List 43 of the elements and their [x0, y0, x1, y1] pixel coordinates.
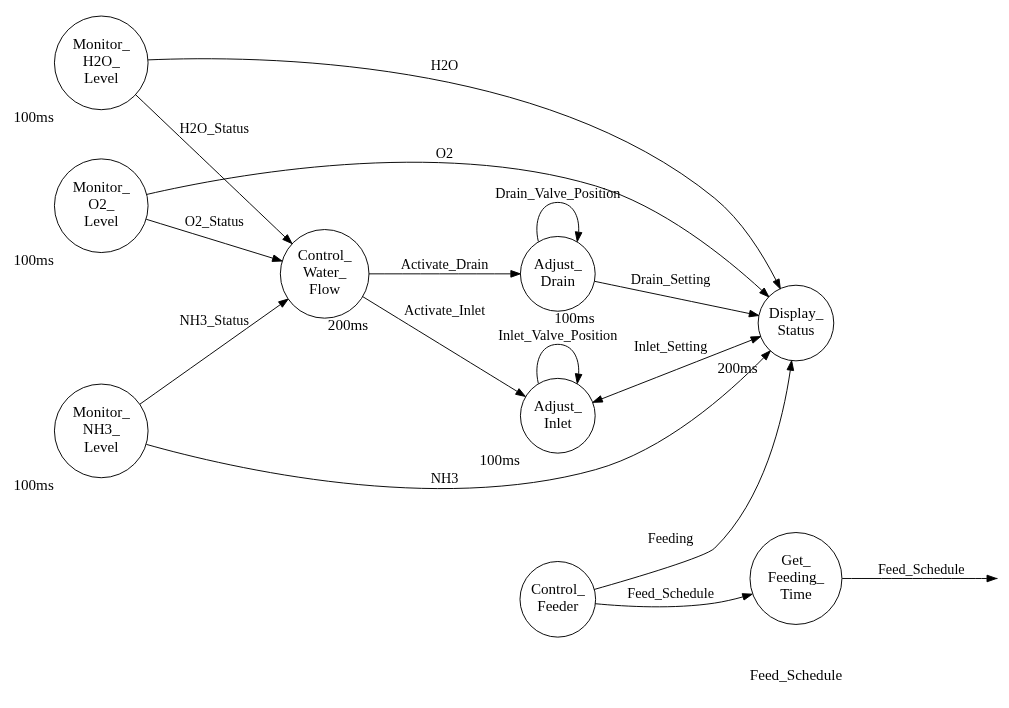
node-label: 100ms [553, 309, 595, 326]
arrow [147, 57, 781, 289]
edge-label: Activate_Drain [400, 255, 488, 272]
node-circle: Adjust_ Inlet [519, 377, 596, 454]
arrow [145, 218, 282, 262]
arrow [145, 161, 769, 297]
arrow [145, 349, 771, 489]
edge-label: NH3 [430, 469, 458, 486]
edge-label: Drain_Valve_Position [494, 184, 620, 201]
node-label: 100ms [12, 251, 54, 268]
node-label: 100ms [478, 451, 520, 468]
arrow [134, 93, 292, 244]
edge-label: NH3_Status [179, 311, 249, 328]
edge-label: Inlet_Valve_Position [497, 326, 617, 343]
node-circle: Monitor_ NH3_ Level [53, 383, 149, 478]
node-circle: Monitor_ O2_ Level [53, 157, 149, 253]
arrow [594, 592, 753, 607]
arrow [138, 298, 289, 405]
edge-label: Feeding [647, 529, 693, 546]
arrow [535, 343, 582, 384]
arrow [361, 295, 526, 397]
arrow [593, 359, 794, 590]
edge-label: O2_Status [184, 212, 244, 229]
edge-label: Drain_Setting [630, 270, 710, 287]
node-label: 100ms [12, 108, 54, 125]
edge-label: H2O [430, 56, 458, 73]
edge-label: Feed_Schedule [626, 584, 714, 601]
edge-label: O2 [435, 144, 453, 161]
label: Feed_Schedule [749, 666, 842, 683]
node-circle: Control_ Feeder [519, 560, 596, 638]
edge-label: Activate_Inlet [403, 301, 485, 318]
arrow [535, 201, 582, 242]
node-label: 200ms [327, 316, 368, 333]
edge-label: H2O_Status [179, 119, 249, 136]
node-label: 100ms [12, 476, 54, 493]
node-circle: Get_ Feeding_ Time [749, 531, 842, 625]
edge-label: Inlet_Setting [633, 337, 707, 354]
arrow [367, 269, 521, 278]
arrow [591, 335, 761, 403]
arrow [593, 280, 759, 317]
edge-label: Feed_Schedule [877, 560, 965, 577]
node-circle: Monitor_ H2O_ Level [53, 15, 149, 110]
node-circle: Adjust_ Drain [519, 235, 596, 312]
